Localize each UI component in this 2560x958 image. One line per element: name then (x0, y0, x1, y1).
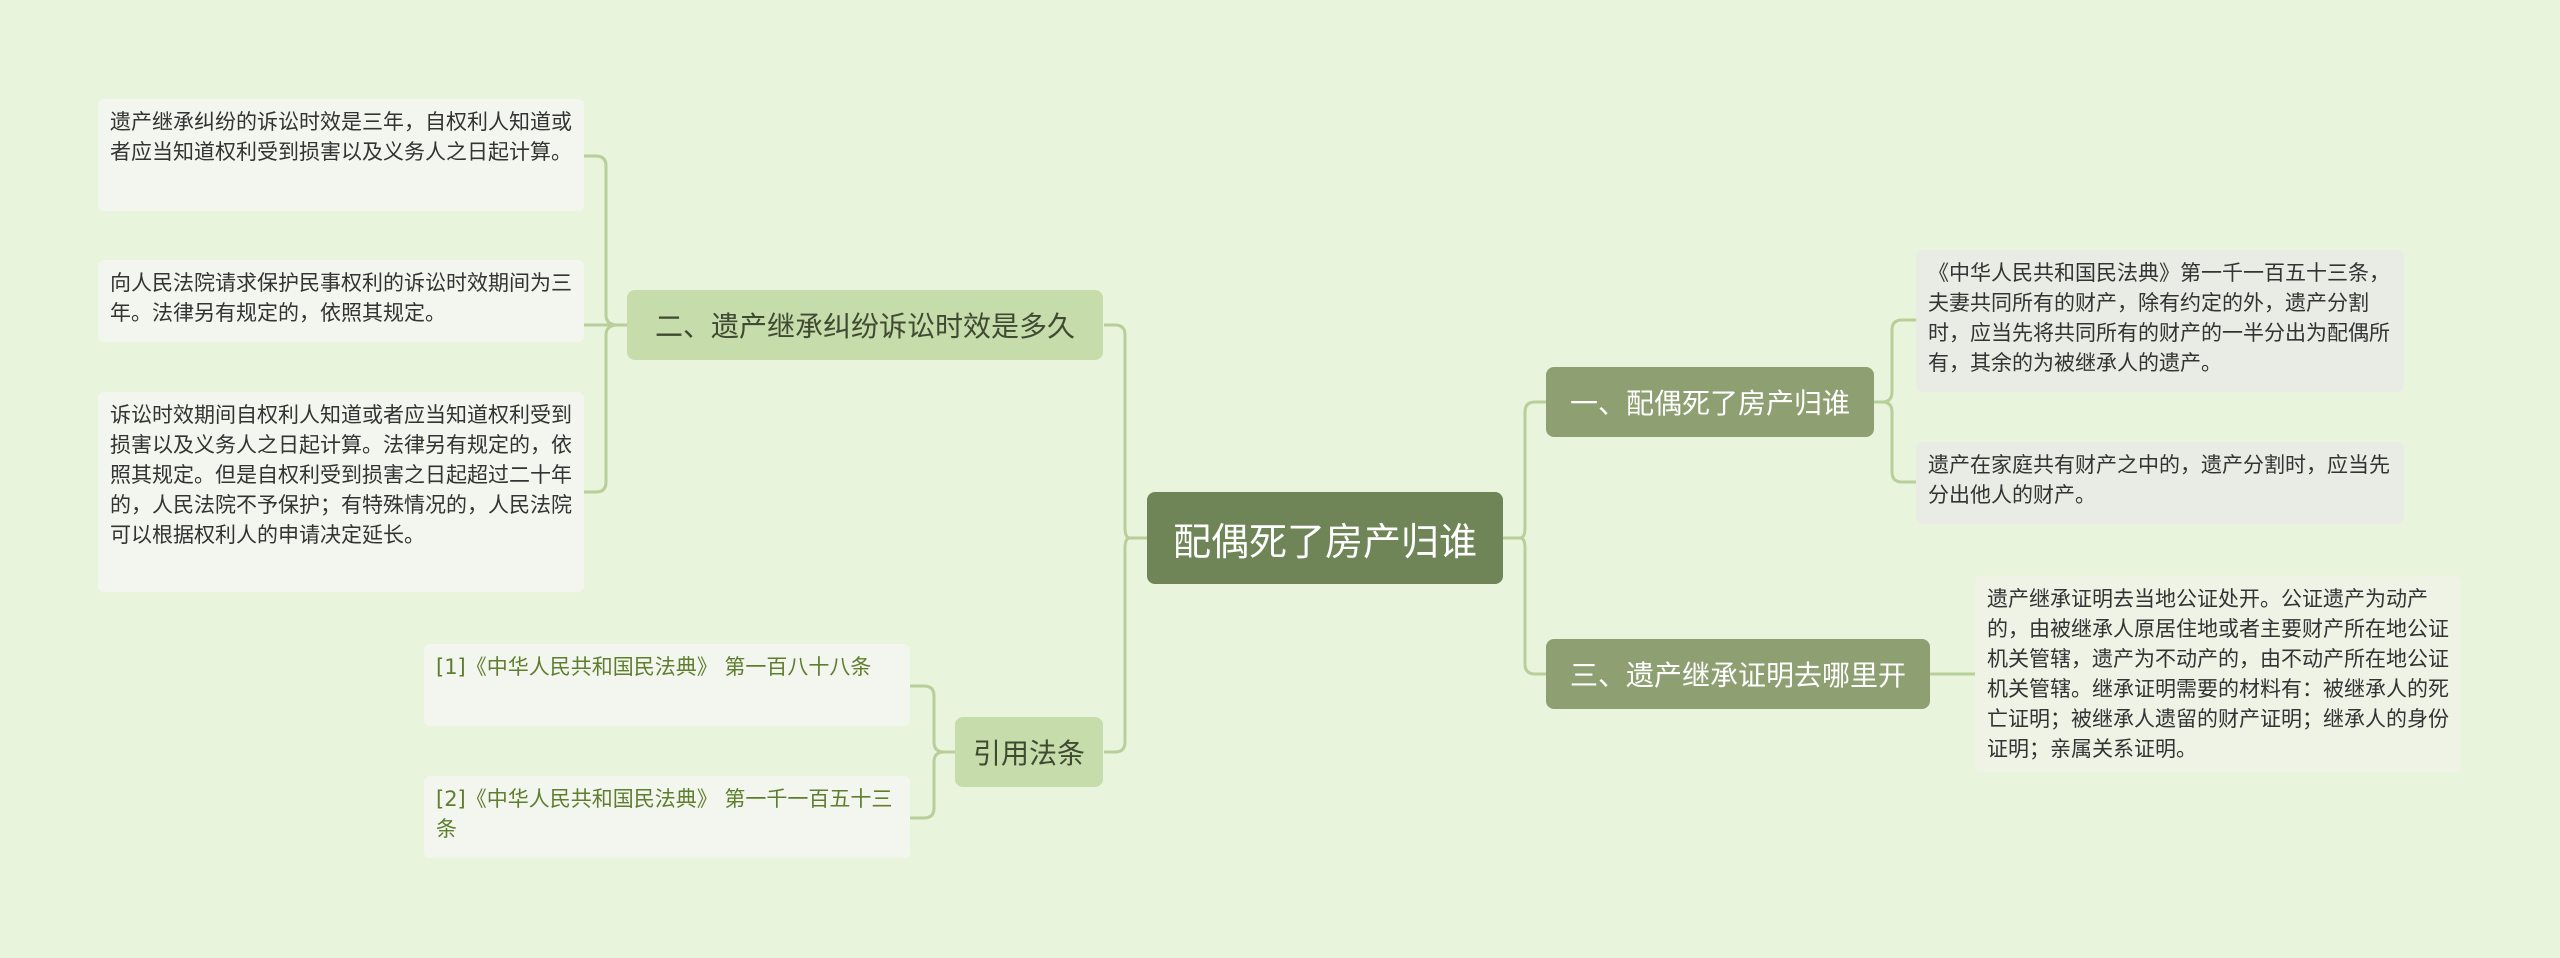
branch-inheritance-certificate[interactable]: 三、遗产继承证明去哪里开 (1546, 639, 1930, 709)
link-b1-leaf2 (1874, 400, 1916, 484)
citation-link-1[interactable]: [1]《中华人民共和国民法典》 第一百八十八条 (424, 644, 910, 726)
link-root-left-cite (1104, 536, 1147, 754)
link-root-right-1 (1503, 400, 1546, 540)
root-topic[interactable]: 配偶死了房产归谁 (1147, 492, 1503, 584)
link-b2-leaf3 (584, 323, 627, 494)
leaf-three-years[interactable]: 遗产继承纠纷的诉讼时效是三年，自权利人知道或者应当知道权利受到损害以及义务人之日… (98, 99, 584, 211)
citation-link-2[interactable]: [2]《中华人民共和国民法典》 第一千一百五十三条 (424, 776, 910, 858)
link-b2-leaf1 (584, 154, 627, 327)
link-b1-leaf1 (1874, 318, 1916, 404)
branch-cited-laws[interactable]: 引用法条 (955, 717, 1103, 787)
leaf-civil-code-1153[interactable]: 《中华人民共和国民法典》第一千一百五十三条，夫妻共同所有的财产，除有约定的外，遗… (1916, 250, 2404, 392)
link-cite-leaf1 (910, 684, 955, 754)
link-root-right-3 (1503, 536, 1546, 676)
link-cite-leaf2 (910, 750, 955, 820)
leaf-twenty-years[interactable]: 诉讼时效期间自权利人知道或者应当知道权利受到损害以及义务人之日起计算。法律另有规… (98, 392, 584, 592)
leaf-family-property[interactable]: 遗产在家庭共有财产之中的，遗产分割时，应当先分出他人的财产。 (1916, 442, 2404, 524)
branch-statute-of-limitations[interactable]: 二、遗产继承纠纷诉讼时效是多久 (627, 290, 1103, 360)
leaf-court-protection[interactable]: 向人民法院请求保护民事权利的诉讼时效期间为三年。法律另有规定的，依照其规定。 (98, 260, 584, 342)
branch-spouse-house[interactable]: 一、配偶死了房产归谁 (1546, 367, 1874, 437)
link-root-left-2 (1104, 323, 1147, 540)
leaf-notary-office[interactable]: 遗产继承证明去当地公证处开。公证遗产为动产的，由被继承人原居住地或者主要财产所在… (1975, 576, 2461, 772)
